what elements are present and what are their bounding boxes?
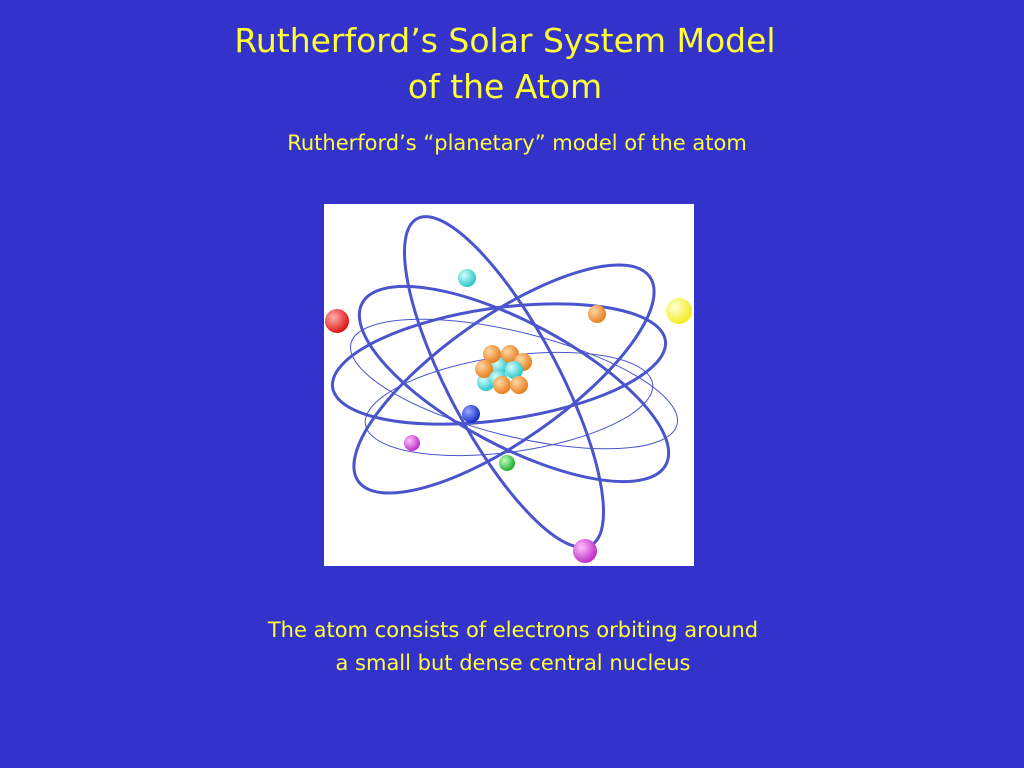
- proton: [475, 360, 493, 378]
- electron-orange: [588, 305, 606, 323]
- slide-title-line-1: Rutherford’s Solar System Model: [234, 21, 776, 60]
- electron-red: [325, 309, 349, 333]
- orbit-2: [352, 263, 656, 495]
- slide-caption: The atom consists of electrons orbiting …: [0, 614, 1024, 680]
- slide-title: Rutherford’s Solar System Model of the A…: [0, 18, 1010, 110]
- slide-caption-line-1: The atom consists of electrons orbiting …: [267, 618, 759, 642]
- electron-magenta-small: [404, 435, 420, 451]
- electrons: [325, 269, 692, 563]
- orbit-1: [330, 302, 668, 426]
- electron-cyan: [458, 269, 476, 287]
- proton: [493, 376, 511, 394]
- slide-subtitle: Rutherford’s “planetary” model of the at…: [287, 131, 747, 155]
- nucleus: [475, 345, 532, 394]
- orbit-3: [357, 284, 671, 484]
- proton: [483, 345, 501, 363]
- slide-caption-line-2: a small but dense central nucleus: [335, 651, 691, 675]
- proton: [510, 376, 528, 394]
- neutron: [505, 361, 523, 379]
- orbit-thin-1: [350, 318, 678, 450]
- electron-green: [499, 455, 515, 471]
- electron-blue: [462, 405, 480, 423]
- electron-magenta-large: [573, 539, 597, 563]
- atom-diagram: [324, 204, 694, 566]
- electron-yellow: [666, 298, 692, 324]
- atom-diagram-svg: [325, 215, 692, 563]
- proton: [501, 345, 519, 363]
- slide-title-line-2: of the Atom: [407, 67, 603, 106]
